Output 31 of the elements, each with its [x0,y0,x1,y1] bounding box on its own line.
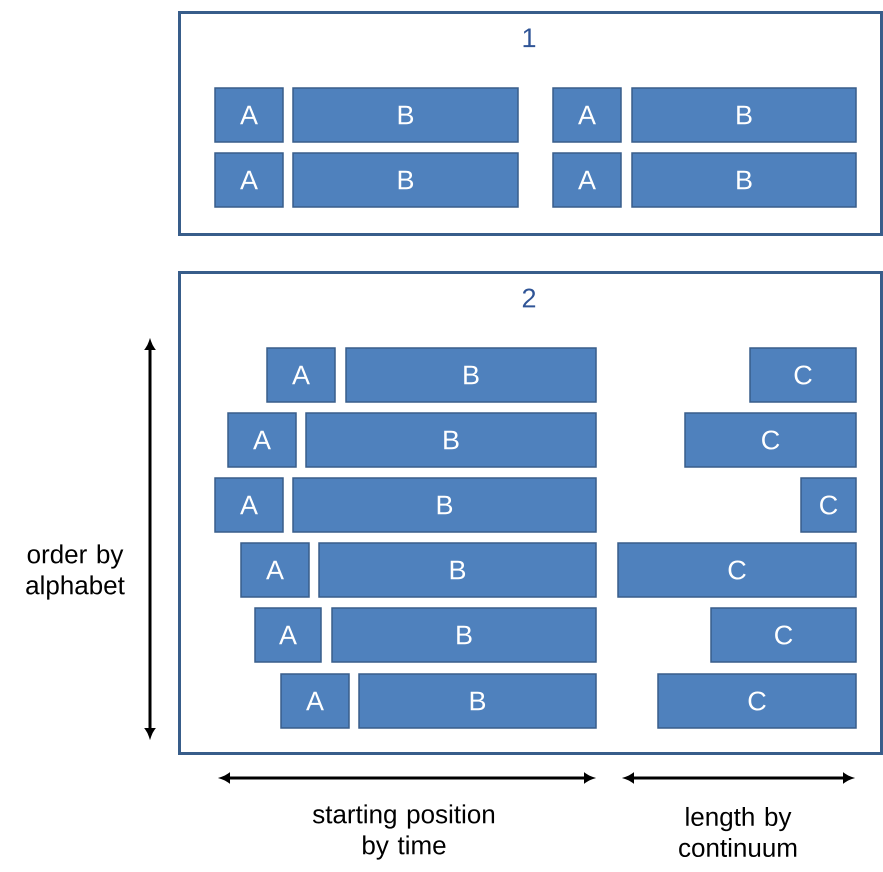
letter-box: A [280,673,350,729]
letter-box: B [358,673,597,729]
letter-box: A [227,412,297,468]
axis-label: starting position by time [312,804,494,860]
letter-box: C [617,542,857,598]
letter-box: B [292,477,597,533]
letter-box: A [552,152,622,208]
panel-number: 1 [524,28,536,48]
letter-box: B [631,87,857,143]
letter-box: C [684,412,857,468]
letter-box: B [292,87,519,143]
letter-box: B [631,152,857,208]
letter-box: B [345,347,597,403]
letter-box: B [292,152,519,208]
letter-box: A [266,347,336,403]
letter-box: A [240,542,310,598]
letter-box: C [657,673,857,729]
letter-box: A [254,607,322,663]
letter-box: A [214,152,284,208]
letter-box: C [749,347,857,403]
letter-box: B [305,412,597,468]
letter-box: C [800,477,857,533]
axis-label: order by alphabet [26,544,125,600]
letter-box: B [318,542,597,598]
panel-number: 2 [522,288,536,308]
axis-label: length by continuum [679,806,796,858]
letter-box: C [710,607,857,663]
letter-box: A [214,87,284,143]
letter-box: A [552,87,622,143]
letter-box: B [331,607,597,663]
letter-box: A [214,477,284,533]
